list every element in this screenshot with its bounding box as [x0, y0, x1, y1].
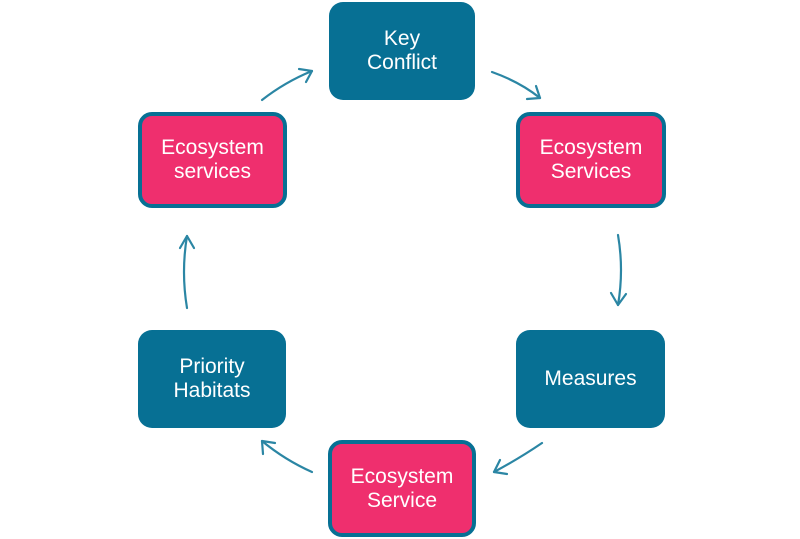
node-ecosystem-service-bottom: Ecosystem Service	[328, 440, 476, 537]
node-measures: Measures	[516, 330, 665, 428]
arrow-es-right-to-measures	[609, 233, 628, 307]
arrow-es-left-to-key-conflict	[260, 67, 314, 102]
arrow-es-bottom-to-priority-habitats	[260, 439, 314, 474]
node-ecosystem-services-right: Ecosystem Services	[516, 112, 666, 208]
arrow-key-conflict-to-es-right	[490, 70, 542, 101]
node-priority-habitats: Priority Habitats	[138, 330, 286, 428]
node-ecosystem-services-left: Ecosystem services	[138, 112, 287, 208]
arrow-measures-to-es-bottom	[492, 441, 544, 476]
arrow-priority-habitats-to-es-left	[178, 234, 196, 310]
node-key-conflict: Key Conflict	[329, 2, 475, 100]
